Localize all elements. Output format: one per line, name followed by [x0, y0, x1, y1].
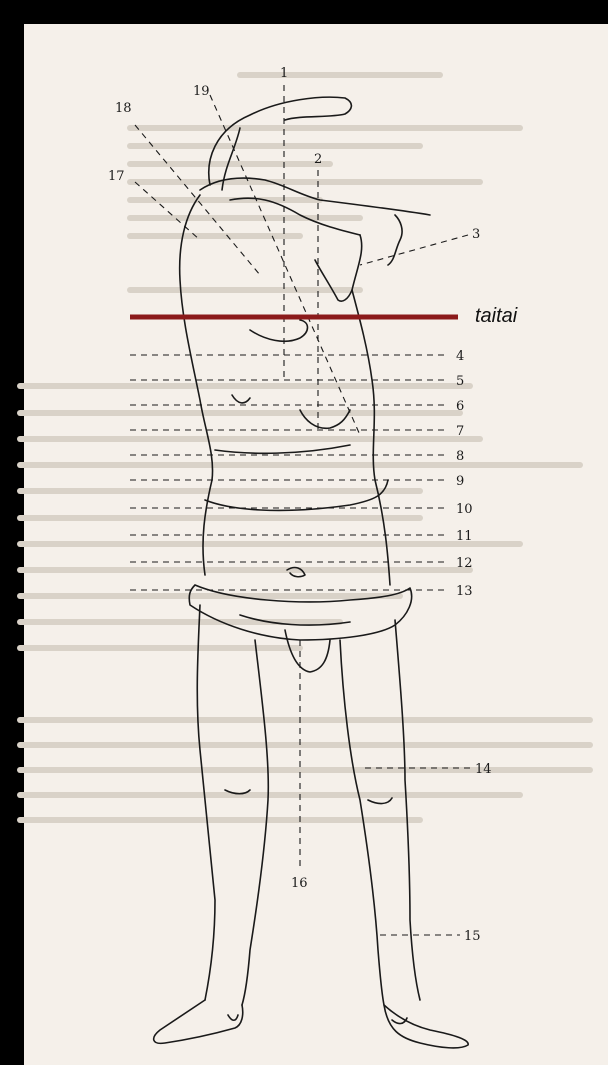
point-label: 17: [108, 169, 125, 184]
point-label: 7: [456, 424, 464, 439]
point-label: 14: [475, 762, 492, 777]
point-label: 19: [193, 84, 210, 99]
point-label: 10: [456, 502, 473, 517]
faint-background-text: [20, 75, 590, 820]
point-label: 18: [115, 101, 132, 116]
taitai-label: taitai: [475, 305, 517, 328]
point-label: 12: [456, 556, 473, 571]
point-label: 2: [314, 152, 322, 167]
point-label: 6: [456, 399, 464, 414]
point-label: 8: [456, 449, 464, 464]
point-label: 11: [456, 529, 473, 544]
point-label: 3: [472, 227, 480, 242]
point-label: 15: [464, 929, 481, 944]
point-label: 1: [280, 66, 288, 81]
point-label: 5: [456, 374, 464, 389]
point-label: 4: [456, 349, 464, 364]
point-label: 16: [291, 876, 308, 891]
point-label: 9: [456, 474, 464, 489]
point-label: 13: [456, 584, 473, 599]
